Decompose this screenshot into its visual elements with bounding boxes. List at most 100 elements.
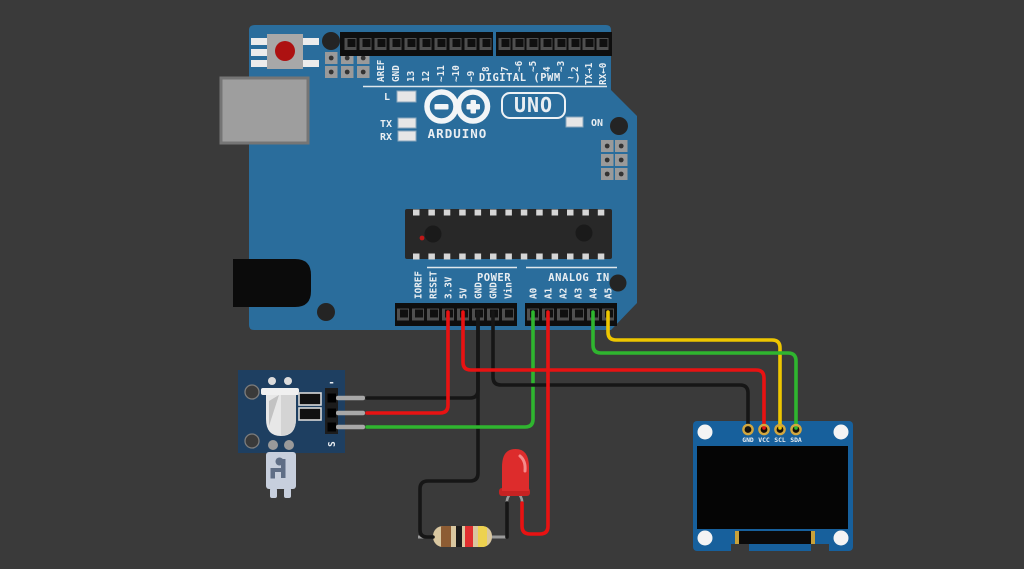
chip-pin-mark: [567, 209, 574, 216]
gold-pad-ring: [758, 423, 770, 436]
band-yellow: [478, 526, 487, 547]
header-pad-hole: [360, 55, 366, 61]
pin[interactable]: [327, 393, 337, 403]
logo-minus-icon: [434, 104, 449, 110]
pin-hole: [560, 309, 568, 318]
tx-led-label: TX: [380, 119, 392, 130]
on-led-label: ON: [591, 118, 603, 129]
pin-label: RESET: [429, 271, 440, 299]
chip-pin-mark: [536, 253, 543, 260]
chip-pin-mark: [520, 253, 528, 260]
solder-pad: [284, 377, 292, 385]
pin[interactable]: [327, 408, 337, 418]
header-pad-hole: [604, 171, 610, 177]
header-pad-hole: [604, 157, 610, 163]
pin-label: 8: [481, 66, 492, 72]
board-notch: [811, 544, 829, 552]
wire-gnd-oled-gnd[interactable]: [491, 310, 750, 430]
pin-hole: [415, 309, 423, 318]
resistor-bands: [441, 526, 487, 547]
digital-caption: DIGITAL (PWM ~): [479, 72, 581, 84]
chip-pin1-dot: [419, 235, 425, 241]
tx-led: [397, 117, 417, 129]
power-caption: POWER: [477, 272, 511, 284]
reset-button[interactable]: [251, 34, 319, 69]
pin-hole: [575, 309, 583, 318]
chip-pin-mark: [459, 209, 466, 216]
pin-hole: [467, 39, 476, 47]
uno-model-text: UNO: [514, 93, 553, 117]
reset-button-cap[interactable]: [275, 41, 295, 61]
pin-hole: [482, 39, 491, 47]
arduino-uno[interactable]: AREF GND 13 12 ~11 ~10 ~9 8 7 ~6 ~5 4 ~3…: [219, 25, 637, 330]
pin-hole: [505, 309, 513, 318]
header-pad-hole: [344, 69, 350, 75]
wire-a0-sensor-signal[interactable]: [365, 310, 535, 429]
wire-a1-led-anode[interactable]: [520, 310, 550, 536]
pin-hole: [392, 39, 401, 47]
pin-hole: [543, 39, 552, 47]
pin-label: 4: [542, 66, 553, 72]
oled-display[interactable]: GND VCC SCL SDA: [693, 421, 853, 552]
power-pin-labels: IOREF RESET 3.3V 5V GND GND Vin: [414, 271, 515, 299]
pin-label: A3: [574, 288, 585, 299]
smd-component: [298, 407, 322, 421]
wire-3v3-sensor-vcc[interactable]: [365, 310, 450, 415]
builtin-led-label: L: [384, 92, 390, 103]
pin-label: A5: [604, 288, 615, 299]
mounting-hole: [609, 274, 627, 292]
header-pad-hole: [344, 55, 350, 61]
pin-hole: [437, 39, 446, 47]
pin-hole: [362, 39, 371, 47]
pin-hole: [400, 309, 408, 318]
wire-5v-oled-vcc[interactable]: [461, 310, 766, 430]
receiver-icon: [270, 468, 275, 479]
pin-label: GND: [474, 282, 485, 299]
oled-pin-label: VCC: [758, 436, 770, 444]
chip-dimple: [424, 225, 442, 243]
red-led[interactable]: [499, 449, 530, 506]
pin-label: 13: [406, 71, 417, 82]
digital-pins-right[interactable]: [498, 38, 609, 50]
chip-pin-mark: [490, 209, 497, 216]
header-pad-hole: [618, 171, 624, 177]
header-pad-hole: [604, 143, 610, 149]
arduino-logo-icon: [424, 89, 491, 124]
icsp-header[interactable]: [601, 140, 628, 180]
pin-label: GND: [391, 65, 402, 82]
oled-pad-rings: [742, 423, 802, 436]
pin-lead: [336, 410, 365, 416]
pin-hole: [430, 309, 438, 318]
pin-label: ~3: [556, 61, 567, 72]
chip-pin-mark: [505, 253, 512, 260]
pin-label: AREF: [376, 59, 387, 82]
pin-hole: [515, 39, 524, 47]
pin-label: RX←0: [598, 62, 609, 85]
wire-a4-oled-sda[interactable]: [591, 310, 798, 430]
pin-label: Vin: [504, 282, 515, 299]
builtin-led: [396, 90, 417, 103]
pin-label: GND: [489, 282, 500, 299]
analog-caption: ANALOG IN: [548, 272, 609, 284]
digital-pins-left[interactable]: [344, 38, 492, 50]
chip-pin-mark: [597, 253, 605, 260]
wire-a5-oled-scl[interactable]: [606, 310, 782, 430]
sensor-minus-label: -: [328, 376, 335, 389]
chip-dimple: [575, 224, 593, 242]
sensor-module[interactable]: - S: [238, 370, 365, 498]
wires[interactable]: [365, 310, 798, 539]
receiver-icon: [270, 468, 286, 472]
uno-badge: [501, 92, 566, 119]
header-pad-hole: [618, 143, 624, 149]
chip-pin-mark: [474, 253, 482, 260]
solder-pad: [268, 377, 276, 385]
atmega-chip: [405, 209, 612, 260]
chip-pin-mark: [536, 209, 543, 216]
pin[interactable]: [327, 422, 337, 432]
pin-hole: [422, 39, 431, 47]
wire-gnd-resistor[interactable]: [418, 310, 480, 539]
wire-gnd-sensor-minus[interactable]: [365, 310, 480, 400]
mounting-hole: [833, 424, 849, 440]
mounting-hole: [697, 530, 713, 546]
